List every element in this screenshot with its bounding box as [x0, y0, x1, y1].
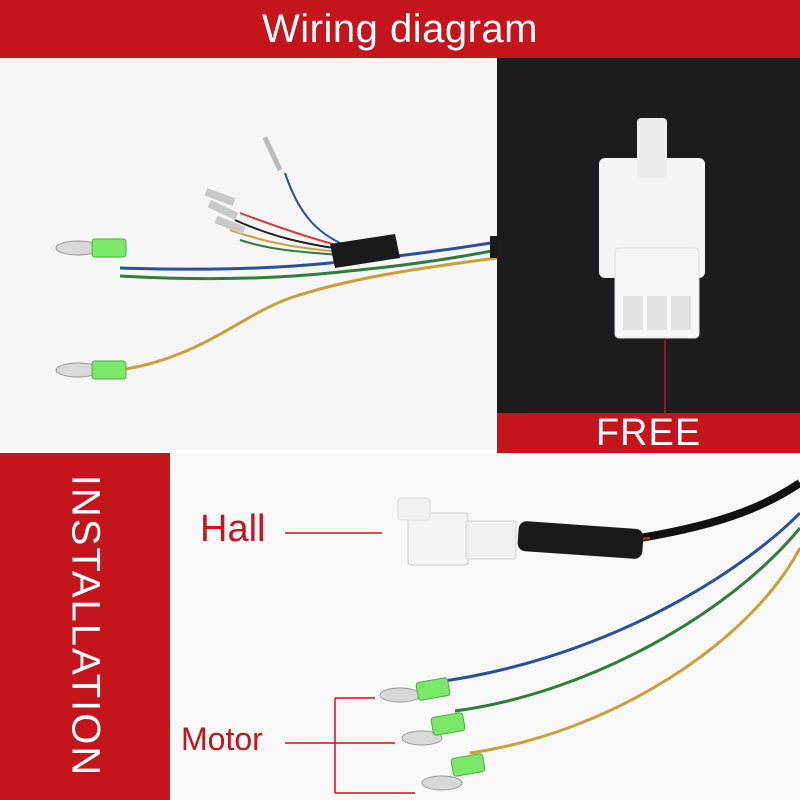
- installation-band: [0, 453, 170, 800]
- bullet-connector-2: [55, 360, 127, 380]
- bullet-connector-1: [55, 238, 127, 258]
- motor-callout-label: Motor: [181, 721, 263, 757]
- free-banner: FREE: [497, 411, 800, 454]
- installation-photo: [170, 453, 800, 800]
- motor-bullet-2: [401, 712, 466, 746]
- motor-bullet-3: [421, 753, 486, 791]
- motor-bullet-1: [379, 677, 451, 703]
- page-title: Wiring diagram: [262, 6, 538, 51]
- connector-panel: [497, 58, 800, 450]
- hall-connector-illustration: [599, 118, 705, 418]
- installation-illustration: [285, 479, 800, 794]
- free-label: FREE: [595, 411, 702, 454]
- hall-callout-label: Hall: [200, 508, 266, 550]
- wire-harness-photo: [0, 58, 497, 450]
- header-bar: Wiring diagram: [0, 0, 800, 58]
- installation-label: INSTALLATION: [63, 474, 108, 778]
- wire-harness-illustration: [55, 136, 497, 380]
